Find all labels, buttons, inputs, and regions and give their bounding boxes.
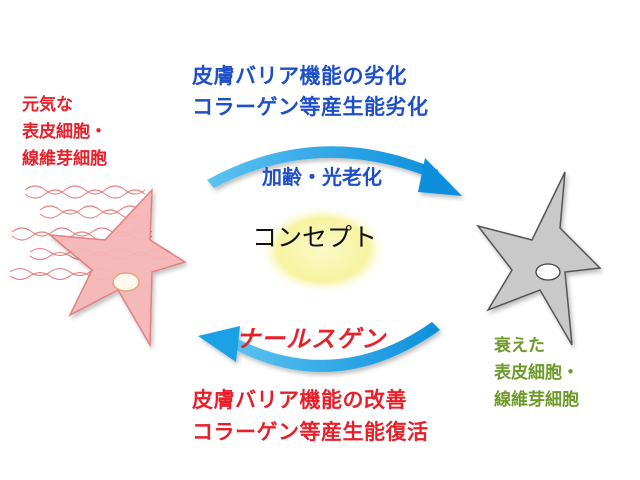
- bottom-effect-line-1: 皮膚バリア機能の改善: [192, 388, 407, 412]
- healthy-cells-line-2: 表皮細胞・: [22, 122, 107, 142]
- top-effect-line-1: 皮膚バリア機能の劣化: [192, 64, 407, 88]
- bottom-effect-line-2: コラーゲン等産生能復活: [192, 420, 429, 444]
- recovery-arrow: [198, 322, 440, 372]
- aged-cells-line-1: 衰えた: [494, 336, 545, 356]
- aged-cell-nucleus: [535, 263, 561, 281]
- aged-cells-line-2: 表皮細胞・: [494, 363, 579, 383]
- aged-cells-line-3: 線維芽細胞: [494, 390, 579, 410]
- healthy-cells-line-1: 元気な: [22, 95, 73, 115]
- healthy-cells-line-3: 線維芽細胞: [22, 149, 107, 169]
- center-concept-label: コンセプト: [252, 223, 378, 252]
- product-name-label: ナールスゲン: [236, 325, 386, 353]
- healthy-cell-nucleus: [112, 272, 140, 292]
- aging-arrow: [207, 146, 462, 196]
- healthy-cell-icon: [47, 188, 187, 348]
- top-effect-line-2: コラーゲン等産生能劣化: [192, 95, 429, 119]
- aged-cell-icon: [476, 171, 602, 346]
- aging-arrow-label: 加齢・光老化: [262, 165, 382, 189]
- concept-glow: [258, 205, 388, 295]
